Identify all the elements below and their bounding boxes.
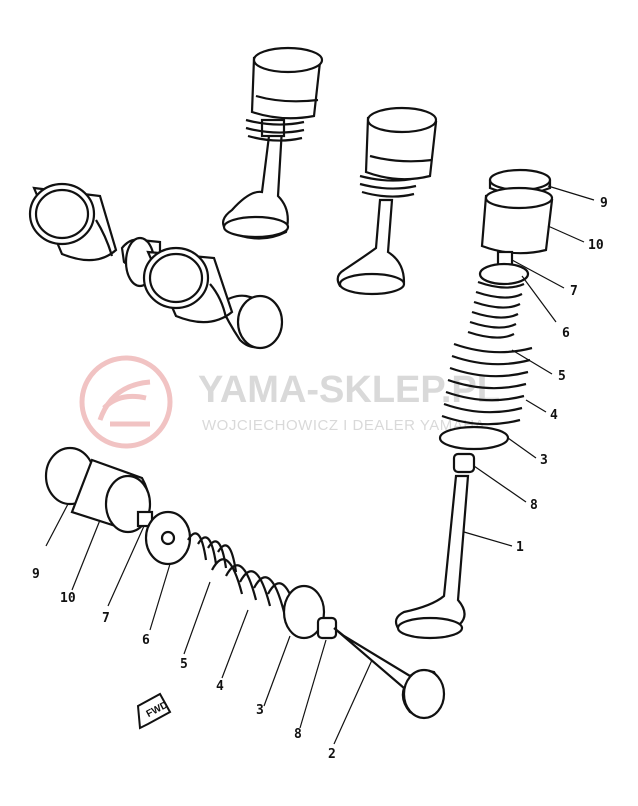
spring-seat-right — [438, 425, 510, 451]
callout-label: 8 — [294, 727, 302, 742]
callout-label: 10 — [60, 591, 76, 606]
spring-retainer-right — [478, 262, 530, 286]
valve-assembly-left-pair — [28, 182, 284, 350]
callout-labels: 9 10 7 6 5 4 3 8 1 9 10 7 6 5 4 3 8 2 — [32, 196, 608, 762]
stem-seal-bottom — [316, 616, 338, 640]
valve-lifter-right — [480, 194, 554, 255]
intake-valve — [394, 474, 470, 635]
callout-label: 6 — [562, 326, 570, 341]
callout-label: 3 — [256, 703, 264, 718]
valve-springs-bottom — [187, 532, 300, 619]
valve-assembly-top-center — [222, 46, 324, 240]
spring-seat-bottom — [282, 584, 326, 640]
callout-label: 5 — [558, 369, 566, 384]
watermark-logo-mark — [97, 379, 151, 427]
callout-label: 5 — [180, 657, 188, 672]
callout-label: 8 — [530, 498, 538, 513]
callout-label: 9 — [600, 196, 608, 211]
valve-assembly-top-right — [336, 106, 438, 296]
valve-assembly-right-exploded — [394, 168, 554, 640]
valve-springs-right — [441, 280, 533, 426]
callout-label: 7 — [570, 284, 578, 299]
callout-label: 10 — [588, 238, 604, 253]
callout-label: 4 — [550, 408, 558, 423]
watermark-logo — [79, 355, 173, 449]
callout-label: 3 — [540, 453, 548, 468]
stem-seal-right — [452, 452, 476, 474]
callout-label: 9 — [32, 567, 40, 582]
watermark-title: YAMA-SKLEP.PL — [198, 369, 500, 411]
callout-label: 6 — [142, 633, 150, 648]
callout-label: 2 — [328, 747, 336, 762]
forward-direction-marker: FWD — [136, 692, 172, 730]
callout-label: 7 — [102, 611, 110, 626]
watermark: YAMA-SKLEP.PL WOJCIECHOWICZ I DEALER YAM… — [79, 355, 500, 449]
callout-label: 4 — [216, 679, 224, 694]
leader-lines — [45, 185, 595, 745]
callout-label: 1 — [516, 540, 524, 555]
watermark-subtitle: WOJCIECHOWICZ I DEALER YAMAHA — [202, 417, 485, 434]
valve-assembly-bottom-exploded — [44, 446, 446, 720]
